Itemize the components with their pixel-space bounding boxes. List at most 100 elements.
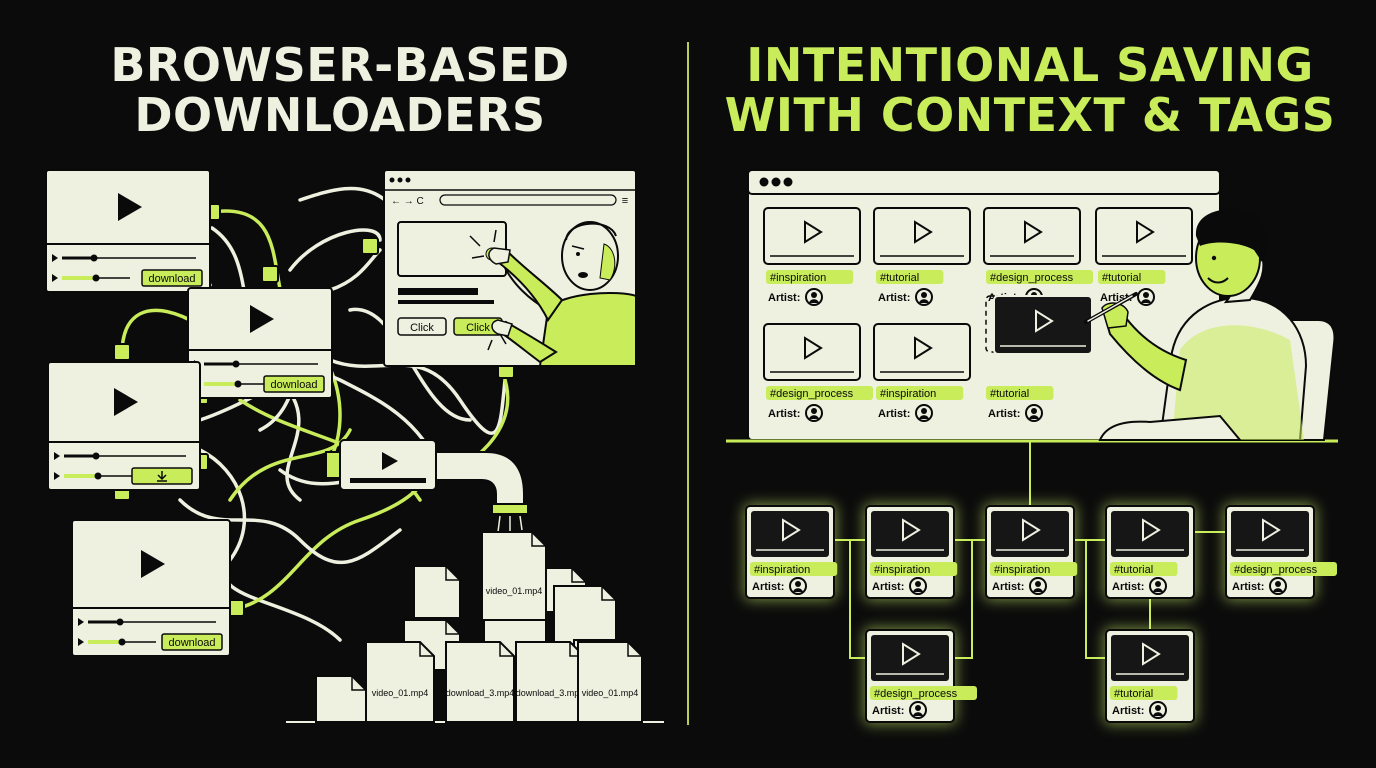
avatar-head — [915, 581, 921, 587]
volume-knob — [234, 380, 242, 388]
play-icon — [914, 336, 933, 360]
play-icon — [114, 388, 138, 416]
eyebrow — [571, 245, 585, 250]
avatar-head — [915, 705, 921, 711]
tag-label: #inspiration — [880, 388, 936, 400]
avatar-head — [921, 408, 927, 414]
mini-play-icon — [52, 274, 58, 282]
video-thumbnail — [763, 323, 861, 381]
volume-knob — [92, 274, 100, 282]
mouth — [578, 272, 588, 278]
file-page — [577, 641, 643, 723]
play-icon — [1142, 642, 1161, 666]
video-player: download — [71, 519, 231, 657]
artist-label: Artist: — [1112, 705, 1144, 717]
click-burst — [471, 255, 485, 259]
click-button[interactable] — [397, 317, 447, 336]
artist-label: Artist: — [878, 408, 910, 420]
mini-play-icon — [78, 618, 84, 626]
play-icon — [914, 220, 933, 244]
click-button-label: Click — [410, 322, 434, 334]
file-page — [515, 641, 585, 723]
resting-arm — [1098, 414, 1243, 441]
tag-pill — [750, 562, 838, 576]
file-corner — [445, 620, 460, 635]
window-dot — [397, 177, 403, 183]
file-corner — [601, 586, 616, 601]
address-bar[interactable] — [439, 194, 617, 206]
avatar-icon — [909, 701, 927, 719]
mini-play-icon — [54, 452, 60, 460]
file-corner — [499, 642, 514, 657]
avatar-head — [811, 408, 817, 414]
tag-label: #tutorial — [1102, 272, 1141, 284]
video-thumbnail — [993, 295, 1093, 355]
faucet-nozzle — [491, 503, 529, 515]
play-icon — [1142, 518, 1161, 542]
download-button[interactable] — [161, 633, 223, 651]
player-frame — [47, 361, 201, 491]
avatar-icon — [1137, 288, 1155, 306]
file-name: video_01.mp4 — [582, 688, 639, 698]
tree-link — [952, 539, 986, 659]
window-dot — [783, 177, 793, 187]
hair — [1195, 209, 1267, 262]
window-dot — [771, 177, 781, 187]
file-corner — [531, 532, 546, 547]
file-corner — [419, 642, 434, 657]
progress-knob — [90, 254, 98, 262]
click-button-label: Click — [466, 322, 490, 334]
avatar-body — [809, 415, 819, 419]
tag-label: #inspiration — [754, 564, 810, 576]
drip — [497, 515, 501, 533]
window-dot — [759, 177, 769, 187]
browser-nav-icons: ← → C — [391, 196, 424, 207]
cable — [288, 228, 382, 272]
file-corner — [445, 566, 460, 581]
play-icon — [902, 642, 921, 666]
faucet — [435, 451, 525, 507]
artist-label: Artist: — [1232, 581, 1264, 593]
file-page — [315, 675, 367, 723]
tag-label: #tutorial — [1114, 688, 1153, 700]
tag-pill — [876, 386, 964, 400]
avatar-head — [1143, 292, 1149, 298]
video-player — [47, 361, 201, 491]
right-title: INTENTIONAL SAVING WITH CONTEXT & TAGS — [724, 38, 1336, 142]
menu-icon: ≡ — [622, 195, 628, 207]
file-page — [365, 641, 435, 723]
cable-plug — [361, 237, 379, 255]
curator-person-icon — [1084, 209, 1336, 441]
avatar-icon — [909, 577, 927, 595]
avatar-head — [1275, 581, 1281, 587]
artist-label: Artist: — [878, 292, 910, 304]
download-button-label: download — [148, 273, 195, 285]
tag-label: #inspiration — [770, 272, 826, 284]
player-frame — [45, 169, 211, 293]
video-thumbnail — [1109, 633, 1191, 683]
library-screen: #inspirationArtist:#tutorialArtist:#desi… — [726, 169, 1338, 443]
download-button-label: download — [168, 637, 215, 649]
download-button[interactable] — [263, 375, 325, 393]
tag-pill — [766, 270, 854, 284]
mini-play-icon — [52, 254, 58, 262]
window-dot — [389, 177, 395, 183]
content-line — [398, 300, 494, 304]
play-icon — [141, 550, 165, 578]
download-button[interactable] — [141, 269, 203, 287]
avatar-icon — [1029, 577, 1047, 595]
file-page — [413, 565, 461, 619]
video-player: download — [187, 287, 333, 399]
drawing-arm — [1104, 316, 1188, 392]
artist-label: Artist: — [1112, 581, 1144, 593]
avatar-head — [1155, 581, 1161, 587]
bald-top — [565, 222, 617, 241]
avatar-head — [1155, 705, 1161, 711]
